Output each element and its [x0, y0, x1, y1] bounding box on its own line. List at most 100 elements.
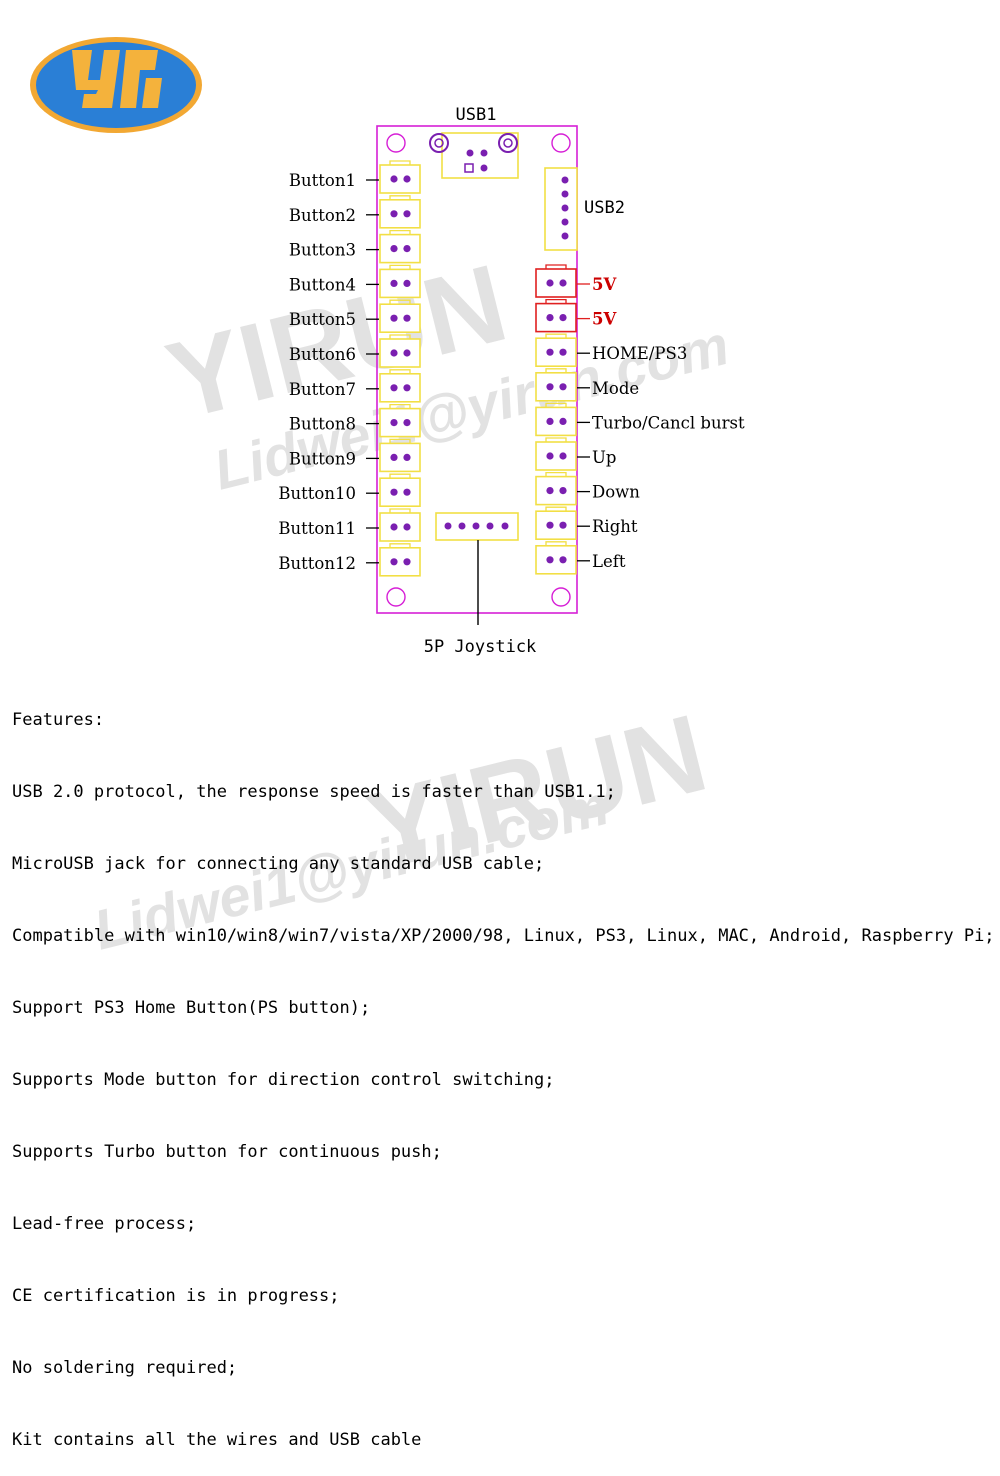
mount-hole	[551, 133, 571, 153]
pin	[390, 279, 398, 287]
pin	[390, 210, 398, 218]
pin	[546, 417, 554, 425]
feature-item: CE certification is in progress;	[12, 1286, 340, 1306]
function-connector	[535, 368, 577, 402]
pin	[559, 383, 567, 391]
pin	[403, 175, 411, 183]
pin	[546, 383, 554, 391]
button-connector	[379, 229, 421, 264]
button-connector	[379, 160, 421, 194]
button-connector	[379, 369, 421, 403]
pin	[559, 279, 567, 287]
function-connector	[535, 541, 577, 575]
pin	[559, 487, 567, 495]
button-connector	[379, 403, 421, 438]
pin	[546, 452, 554, 460]
function-connector	[535, 471, 577, 506]
pin	[390, 488, 398, 496]
mount-hole	[386, 587, 406, 607]
button-label: Button3	[289, 241, 356, 260]
button-connector	[379, 543, 421, 577]
button-label: Button6	[289, 345, 356, 364]
pin	[390, 245, 398, 253]
pin	[403, 245, 411, 253]
function-label: Mode	[592, 379, 639, 398]
usb2-label: USB2	[584, 198, 625, 218]
board-outline	[376, 125, 578, 614]
button-label: Button11	[278, 519, 356, 538]
pin	[390, 314, 398, 322]
button-connector	[379, 508, 421, 542]
button-label: Button2	[289, 206, 356, 225]
pin	[559, 521, 567, 529]
function-label: Left	[592, 552, 626, 571]
function-label: Up	[592, 448, 616, 467]
feature-item: Supports Mode button for direction contr…	[12, 1070, 555, 1090]
pin	[559, 452, 567, 460]
pin	[403, 523, 411, 531]
function-connector	[535, 333, 577, 368]
button-label: Button5	[289, 310, 356, 329]
button-connector	[379, 438, 421, 473]
feature-item: Lead-free process;	[12, 1214, 197, 1234]
power-label: 5V	[592, 275, 617, 294]
feature-item: Kit contains all the wires and USB cable	[12, 1430, 422, 1450]
feature-item: USB 2.0 protocol, the response speed is …	[12, 782, 616, 802]
pin	[403, 558, 411, 566]
pin	[559, 314, 567, 322]
features-list: Features: USB 2.0 protocol, the response…	[12, 660, 995, 1476]
button-connector	[379, 299, 421, 334]
button-label: Button8	[289, 415, 356, 434]
pin	[390, 419, 398, 427]
feature-item: No soldering required;	[12, 1358, 238, 1378]
feature-item: Supports Turbo button for continuous pus…	[12, 1142, 442, 1162]
usb2-connector	[544, 167, 578, 251]
button-label: Button4	[289, 275, 356, 294]
power-connector	[535, 264, 577, 298]
function-label: Right	[592, 517, 638, 536]
pin	[559, 348, 567, 356]
pin	[403, 314, 411, 322]
button-label: Button10	[278, 484, 356, 503]
pin	[390, 384, 398, 392]
pin	[403, 488, 411, 496]
joystick-label: 5P Joystick	[424, 637, 537, 657]
function-connector	[535, 402, 577, 437]
pin	[403, 453, 411, 461]
pin	[559, 556, 567, 564]
pin	[390, 175, 398, 183]
pin	[403, 210, 411, 218]
pcb-diagram: YIRUN YIRUN Lidwei1@yirun.com Lidwei1@yi…	[30, 37, 745, 962]
pin	[546, 521, 554, 529]
usb1-connector	[429, 132, 519, 179]
function-label: Down	[592, 483, 640, 502]
function-label: Turbo/Cancl burst	[592, 413, 745, 432]
pin	[403, 384, 411, 392]
button-label: Button9	[289, 449, 356, 468]
pin	[546, 279, 554, 287]
usb1-label: USB1	[456, 105, 497, 125]
button-label: Button7	[289, 380, 356, 399]
pin	[403, 349, 411, 357]
mount-hole	[386, 133, 406, 153]
button-label: Button1	[289, 171, 356, 190]
pin	[559, 417, 567, 425]
function-label: HOME/PS3	[592, 344, 687, 363]
function-connector	[535, 437, 577, 471]
button-connector	[379, 473, 421, 508]
feature-item: Compatible with win10/win8/win7/vista/XP…	[12, 926, 995, 946]
button-connector	[379, 264, 421, 299]
pin	[546, 314, 554, 322]
power-label: 5V	[592, 310, 617, 329]
features-heading: Features:	[12, 710, 105, 730]
pin	[546, 556, 554, 564]
pin	[390, 453, 398, 461]
pin	[390, 523, 398, 531]
button-connector	[379, 334, 421, 368]
button-label: Button12	[278, 554, 356, 573]
pin	[403, 279, 411, 287]
pin	[546, 487, 554, 495]
controller-board: USB1 USB2 5P Joystick Button1Button2Butt…	[278, 105, 745, 657]
function-connector	[535, 506, 577, 541]
